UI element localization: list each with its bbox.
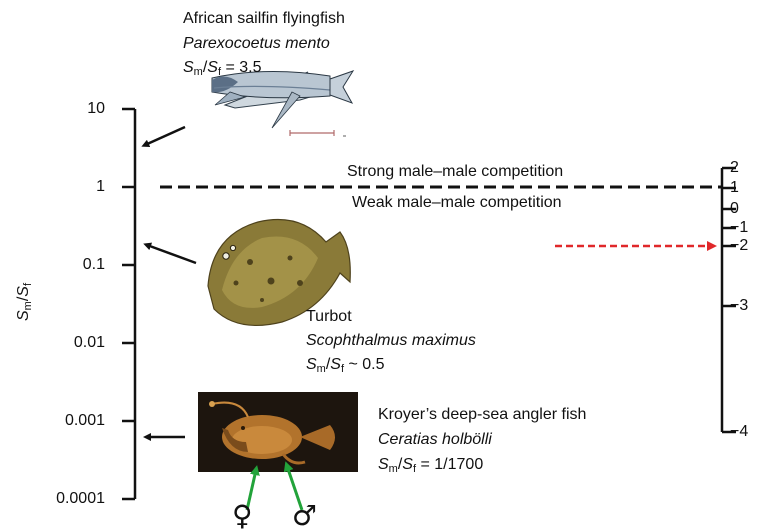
female-symbol: ♀ bbox=[232, 502, 253, 530]
ratio-sub-m: m bbox=[389, 463, 398, 475]
arrow-flyingfish bbox=[145, 127, 185, 145]
right-tick-minus-2: −2 bbox=[730, 238, 748, 254]
angler-latin-name: Ceratias holbölli bbox=[378, 430, 492, 449]
left-axis-label: Sm/Sf bbox=[14, 272, 38, 332]
axis-label-s1: S bbox=[15, 310, 32, 321]
ratio-s1: S bbox=[378, 456, 389, 473]
left-tick-0-01: 0.01 bbox=[74, 335, 105, 351]
right-tick-0: 0 bbox=[730, 201, 739, 217]
ratio-sub-m: m bbox=[317, 363, 326, 375]
axis-label-sub-m: m bbox=[22, 301, 34, 310]
flyingfish-ratio: Sm/Sf = 3.5 bbox=[183, 58, 262, 82]
turbot-common-name: Turbot bbox=[306, 307, 352, 326]
flyingfish-common-name: African sailfin flyingfish bbox=[183, 9, 345, 28]
ratio-s1: S bbox=[183, 59, 194, 76]
angler-ratio-value: = 1/1700 bbox=[420, 456, 483, 473]
left-tick-10: 10 bbox=[87, 101, 105, 117]
turbot-ratio: Sm/Sf ~ 0.5 bbox=[306, 355, 385, 379]
left-tick-0-0001: 0.0001 bbox=[56, 491, 105, 507]
ratio-s2: S bbox=[207, 59, 218, 76]
ratio-sub-f: f bbox=[341, 363, 344, 375]
left-tick-0-1: 0.1 bbox=[83, 257, 105, 273]
turbot-ratio-value: ~ 0.5 bbox=[348, 356, 384, 373]
left-axis bbox=[122, 109, 135, 499]
left-tick-1: 1 bbox=[96, 179, 105, 195]
right-tick-minus-1: −1 bbox=[730, 220, 748, 236]
right-tick-minus-3: −3 bbox=[730, 298, 748, 314]
flyingfish-ratio-value: = 3.5 bbox=[225, 59, 261, 76]
angler-fish-image bbox=[198, 392, 358, 472]
right-tick-2: 2 bbox=[730, 160, 739, 176]
angler-common-name: Kroyer’s deep-sea angler fish bbox=[378, 405, 586, 424]
ratio-s2: S bbox=[330, 356, 341, 373]
strong-competition-label: Strong male–male competition bbox=[347, 162, 563, 181]
right-tick-1: 1 bbox=[730, 180, 739, 196]
left-tick-0-001: 0.001 bbox=[65, 413, 105, 429]
ratio-sub-f: f bbox=[413, 463, 416, 475]
ratio-s1: S bbox=[306, 356, 317, 373]
male-symbol: ♂ bbox=[292, 502, 317, 530]
axis-label-sub-f: f bbox=[22, 283, 34, 286]
angler-ratio: Sm/Sf = 1/1700 bbox=[378, 455, 483, 479]
right-tick-minus-4: −4 bbox=[730, 424, 748, 440]
ratio-sub-f: f bbox=[218, 66, 221, 78]
arrow-turbot bbox=[147, 245, 196, 263]
flyingfish-latin-name: Parexocoetus mento bbox=[183, 34, 330, 53]
axis-label-s2: S bbox=[15, 286, 32, 297]
ratio-sub-m: m bbox=[194, 66, 203, 78]
ratio-s2: S bbox=[402, 456, 413, 473]
turbot-latin-name: Scophthalmus maximus bbox=[306, 331, 476, 350]
weak-competition-label: Weak male–male competition bbox=[352, 193, 562, 212]
